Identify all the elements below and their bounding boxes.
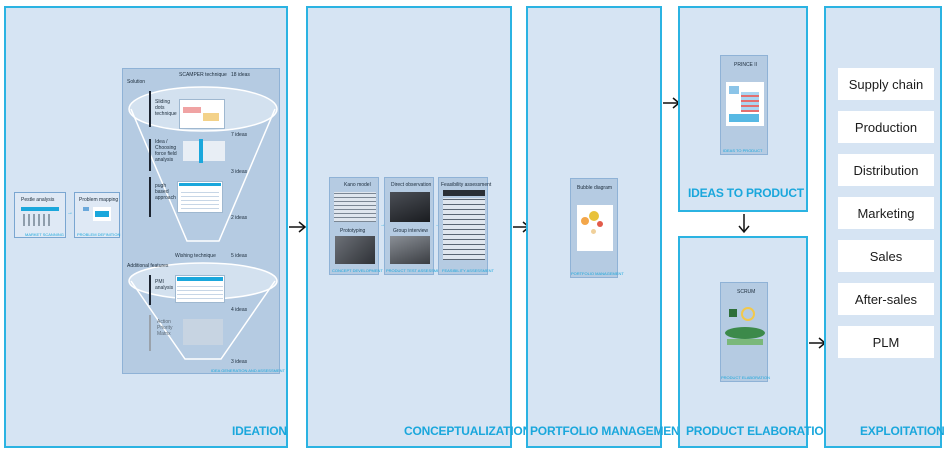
ideas-to-product-label: IDEAS TO PRODUCT	[688, 186, 804, 200]
ideas-7: 7 ideas	[231, 132, 248, 138]
bubble-title: Bubble diagram	[577, 185, 613, 191]
prince-title: PRINCE II	[734, 62, 758, 68]
direct-title: Direct observation	[391, 182, 432, 188]
pugh-text: pugh based approach	[155, 183, 176, 201]
pestle-caption: MARKET SCANNING	[25, 232, 64, 237]
action-text: Action Priority Matrix	[157, 319, 173, 337]
exploitation-label: EXPLOITATION	[860, 424, 944, 438]
portfolio-label: PORTFOLIO MANAGEMENT	[530, 424, 687, 438]
ideas-3a: 3 ideas	[231, 169, 248, 175]
scrum-card: SCRUM PRODUCT ELABORATION	[720, 282, 770, 382]
exploitation-item-sales: Sales	[838, 240, 934, 272]
exploitation-item-supply-chain: Supply chain	[838, 68, 934, 100]
problem-title: Problem mapping	[79, 197, 119, 203]
arrow-ideation-concept	[289, 221, 307, 233]
pestle-bars	[21, 207, 59, 211]
scrum-caption: PRODUCT ELABORATION	[721, 375, 770, 380]
funnel-bar-4	[149, 275, 151, 305]
funnel-area: Solution SCAMPER technique 18 ideas Slid…	[122, 68, 285, 374]
problem-card: Problem mapping PROBLEM DEFINITION	[74, 192, 120, 238]
pestle-card: Pestle analysis MARKET SCANNING	[14, 192, 66, 238]
concept-cap-1: CONCEPT DEVELOPMENT	[332, 268, 383, 273]
action-image	[183, 319, 223, 345]
portfolio-caption: PORTFOLIO MANAGEMENT	[571, 271, 624, 276]
solution-label: Solution	[127, 79, 146, 85]
ideas-to-product-panel	[678, 6, 808, 212]
ideas-4: 4 ideas	[231, 307, 248, 313]
concept-cap-2: PRODUCT TEST ASSESSMENT	[386, 268, 446, 273]
additional-label: Additional features	[127, 263, 169, 269]
arrow-c1-c2: →	[380, 222, 386, 228]
funnel-bar-2	[149, 139, 151, 171]
scrum-title: SCRUM	[737, 289, 756, 295]
exploitation-item-after-sales: After-sales	[838, 283, 934, 315]
exploitation-item-marketing: Marketing	[838, 197, 934, 229]
arrow-pestle-problem: →	[67, 210, 73, 216]
funnel-bar-1	[149, 91, 151, 127]
sliding-text: Sliding dots technique	[155, 99, 177, 117]
problem-caption: PROBLEM DEFINITION	[77, 232, 121, 237]
exploitation-item-distribution: Distribution	[838, 154, 934, 186]
prince-caption: IDEAS TO PRODUCT	[723, 148, 763, 153]
concept-card-1: Kano model Prototyping CONCEPT DEVELOPME…	[329, 177, 383, 275]
portfolio-card: Bubble diagram PORTFOLIO MANAGEMENT	[570, 178, 624, 278]
feasibility-title: Feasibility assessment	[441, 182, 492, 188]
wishing-label: Wishing technique	[175, 253, 216, 259]
prototyping-title: Prototyping	[340, 228, 366, 234]
ideation-label: IDEATION	[232, 424, 287, 438]
kano-title: Kano model	[344, 182, 371, 188]
product-elaboration-label: PRODUCT ELABORATION	[686, 424, 832, 438]
concept-card-3: Feasibility assessment FEASIBILITY ASSES…	[438, 177, 494, 275]
conceptualization-label: CONCEPTUALIZATION	[404, 424, 532, 438]
arrow-ideas-elaboration	[738, 214, 750, 234]
ideas-3b: 3 ideas	[231, 359, 248, 365]
pmi-text: PMI analysis	[155, 279, 174, 291]
force-text: Idea / Choosing force field analysis	[155, 139, 177, 163]
funnel-bar-3	[149, 177, 151, 217]
ideas-2a: 2 ideas	[231, 215, 248, 221]
exploitation-item-production: Production	[838, 111, 934, 143]
concept-card-2: Direct observation Group interview PRODU…	[384, 177, 445, 275]
funnel-bar-5	[149, 315, 151, 351]
force-image	[183, 141, 225, 161]
ideas-18: 18 ideas	[231, 72, 250, 78]
funnel-caption: IDEA GENERATION AND ASSESSMENT	[211, 368, 285, 373]
scamper-label: SCAMPER technique	[179, 72, 227, 78]
concept-cap-3: FEASIBILITY ASSESSMENT	[442, 268, 494, 273]
pestle-title: Pestle analysis	[21, 197, 55, 203]
prince-card: PRINCE II IDEAS TO PRODUCT	[720, 55, 768, 155]
exploitation-item-plm: PLM	[838, 326, 934, 358]
ideas-5: 5 ideas	[231, 253, 248, 259]
group-title: Group interview	[393, 228, 429, 234]
